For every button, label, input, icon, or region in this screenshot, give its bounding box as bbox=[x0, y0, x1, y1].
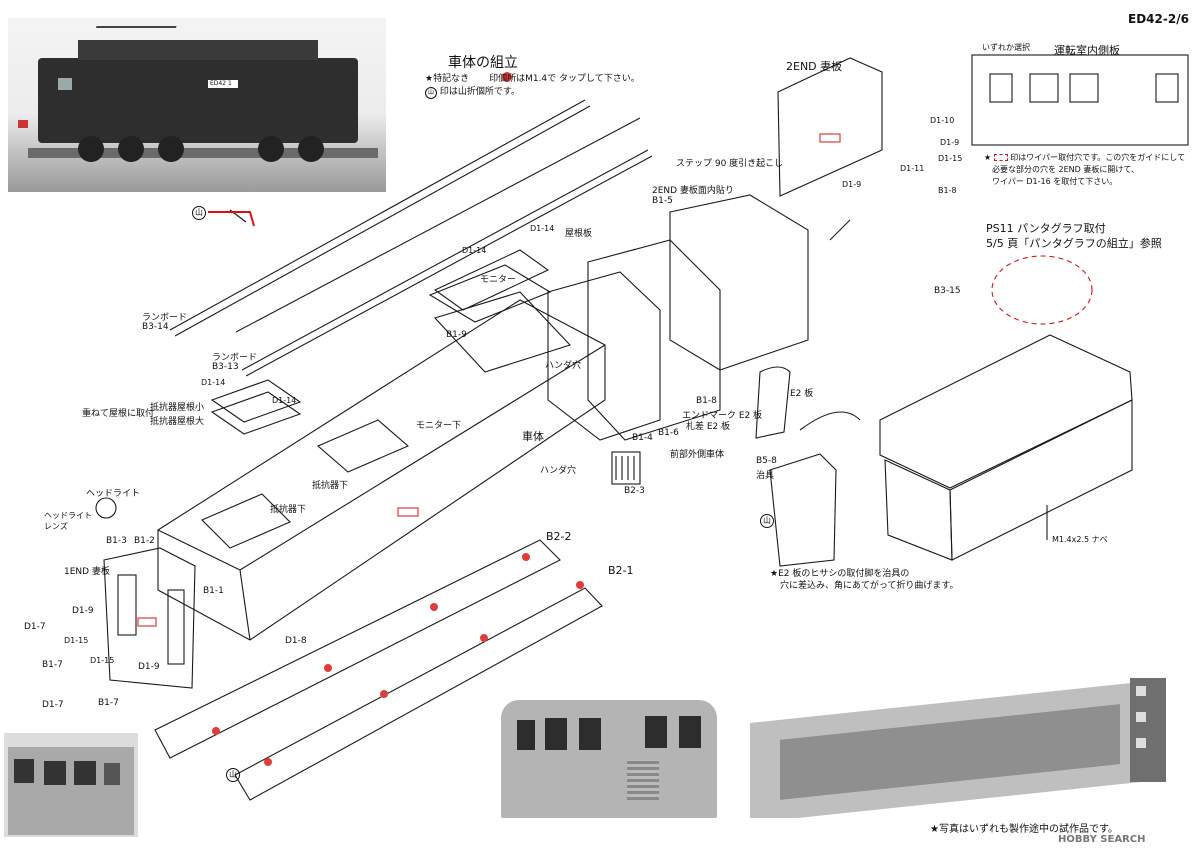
number-plate: ED42 1 bbox=[208, 80, 238, 88]
label-resistor-bottom-2: 抵抗器下 bbox=[270, 505, 307, 515]
label-jig: 治具 bbox=[756, 471, 775, 481]
page-id: ED42-2/6 bbox=[1128, 12, 1189, 26]
label-pantograph-1: PS11 パンタグラフ取付 bbox=[986, 222, 1106, 235]
note-line-1: ★特記なき 印個所はM1.4で タップして下さい。 bbox=[425, 71, 640, 84]
label-d1-14-d: D1-14 bbox=[530, 224, 555, 233]
chassis-photo bbox=[740, 672, 1174, 818]
label-fuda-e2: 札差 E2 板 bbox=[686, 422, 731, 432]
label-b1-6: B1-6 bbox=[658, 428, 679, 438]
label-2end-plate: 2END 妻板 bbox=[786, 60, 843, 73]
label-resistor-note: 重ねて屋根に取付 bbox=[82, 409, 155, 419]
note-line-2-text: 印は山折個所です。 bbox=[439, 87, 520, 97]
label-b1-2: B1-2 bbox=[134, 536, 155, 546]
label-endmark-e2: エンドマーク E2 板 bbox=[682, 411, 763, 421]
label-b1-3: B1-3 bbox=[106, 536, 127, 546]
mountain-mark-b: 山 bbox=[760, 514, 774, 528]
label-d1-11: D1-11 bbox=[900, 164, 925, 173]
label-e2-plate: E2 板 bbox=[790, 389, 814, 399]
label-b3-13: B3-13 bbox=[212, 362, 239, 372]
label-b2-1: B2-1 bbox=[608, 564, 634, 577]
label-screw: M1.4x2.5 ナベ bbox=[1052, 535, 1108, 544]
label-b1-8: B1-8 bbox=[696, 396, 717, 406]
label-body: 車体 bbox=[522, 430, 544, 443]
label-yaneban: 屋根板 bbox=[565, 229, 593, 239]
label-d1-7-a: D1-7 bbox=[24, 622, 46, 632]
label-d1-9-a: D1-9 bbox=[72, 606, 94, 616]
label-headlight: ヘッドライト bbox=[86, 489, 141, 499]
label-b1-7-a: B1-7 bbox=[42, 660, 63, 670]
label-cab-inner: 運転室内側板 bbox=[1054, 44, 1120, 57]
label-b1-9: B1-9 bbox=[446, 330, 467, 340]
label-resistor-small: 抵抗器屋根小 bbox=[150, 403, 205, 413]
label-b5-8: B5-8 bbox=[756, 456, 777, 466]
label-e2-note-1: ★E2 板のヒサシの取付脚を治具の bbox=[770, 569, 910, 579]
label-b1-1: B1-1 bbox=[203, 586, 224, 596]
label-runboard-2: ランボード bbox=[212, 353, 258, 363]
label-wiper-note-3: ワイパー D1-16 を取付て下さい。 bbox=[992, 177, 1118, 186]
wiper-star: ★ bbox=[984, 153, 992, 162]
label-d1-7-b: D1-7 bbox=[42, 700, 64, 710]
cab-photo-small bbox=[4, 733, 138, 837]
label-d1-9-d: D1-9 bbox=[842, 180, 862, 189]
mountain-icon: 山 bbox=[425, 87, 437, 99]
watermark: HOBBY SEARCH bbox=[1058, 834, 1146, 845]
locomotive-photo: ED42 1 bbox=[8, 18, 386, 192]
label-b2-2: B2-2 bbox=[546, 530, 572, 543]
note-line-2: 山 印は山折個所です。 bbox=[425, 84, 520, 99]
label-b1-7-b: B1-7 bbox=[98, 698, 119, 708]
label-resistor-bottom-1: 抵抗器下 bbox=[312, 481, 349, 491]
label-b1-8-c: B1-8 bbox=[938, 186, 957, 195]
label-headlight-lens-1: ヘッドライト bbox=[44, 511, 92, 520]
label-d1-14-c: D1-14 bbox=[462, 246, 487, 255]
note-line-1-b: 印個所はM1.4で タップして下さい。 bbox=[489, 74, 640, 84]
note-line-1-a: ★特記なき bbox=[425, 74, 470, 84]
label-handa-hole-2: ハンダ穴 bbox=[540, 466, 577, 476]
label-d1-9-b: D1-9 bbox=[138, 662, 160, 672]
label-b1-5: B1-5 bbox=[652, 196, 673, 206]
page-title: 車体の組立 bbox=[448, 55, 518, 71]
wiper-note-line-1: 印はワイパー取付穴です。この穴をガイドにして bbox=[1010, 153, 1186, 162]
label-runboard-1: ランボード bbox=[142, 313, 188, 323]
cab-photo-large bbox=[495, 690, 721, 822]
label-d1-15-c: D1-15 bbox=[938, 154, 963, 163]
label-handa-hole-1: ハンダ穴 bbox=[545, 361, 582, 371]
mountain-mark-a: 山 bbox=[192, 206, 206, 220]
mountain-mark-c: 山 bbox=[226, 768, 240, 782]
label-b1-4: B1-4 bbox=[632, 433, 653, 443]
label-b3-14: B3-14 bbox=[142, 322, 169, 332]
label-e2-note-2: 穴に差込み、角にあてがって折り曲げます。 bbox=[780, 581, 959, 591]
label-step-90: ステップ 90 度引き起こし bbox=[676, 159, 784, 169]
label-d1-8: D1-8 bbox=[285, 636, 307, 646]
label-monitor-bottom: モニター下 bbox=[416, 421, 462, 431]
label-b2-3: B2-3 bbox=[624, 486, 645, 496]
label-pantograph-2: 5/5 頁「パンタグラフの組立」参照 bbox=[986, 237, 1162, 250]
label-d1-14-b: D1-14 bbox=[272, 396, 297, 405]
label-wiper-note-2: 必要な部分の穴を 2END 妻板に開けて、 bbox=[992, 165, 1139, 174]
label-b3-15: B3-15 bbox=[934, 286, 961, 296]
label-resistor-large: 抵抗器屋根大 bbox=[150, 417, 205, 427]
label-2end-inner: 2END 妻板面内貼り bbox=[652, 186, 734, 196]
label-d1-14-a: D1-14 bbox=[201, 378, 226, 387]
photo-note: ★写真はいずれも製作途中の試作品です。 bbox=[930, 824, 1118, 835]
label-d1-9-c: D1-9 bbox=[940, 138, 960, 147]
label-wiper-note: ★ 印はワイパー取付穴です。この穴をガイドにして bbox=[984, 152, 1185, 163]
label-d1-15-b: D1-15 bbox=[90, 656, 115, 665]
label-1end-plate: 1END 妻板 bbox=[64, 567, 110, 577]
label-front-outer: 前部外側車体 bbox=[670, 450, 725, 460]
label-d1-10: D1-10 bbox=[930, 116, 955, 125]
label-headlight-lens-2: レンズ bbox=[44, 522, 68, 531]
label-d1-15-a: D1-15 bbox=[64, 636, 89, 645]
label-monitor: モニター bbox=[480, 275, 517, 285]
wiper-dot-icon bbox=[993, 154, 1008, 161]
label-ikazure: いずれか選択 bbox=[982, 43, 1030, 52]
